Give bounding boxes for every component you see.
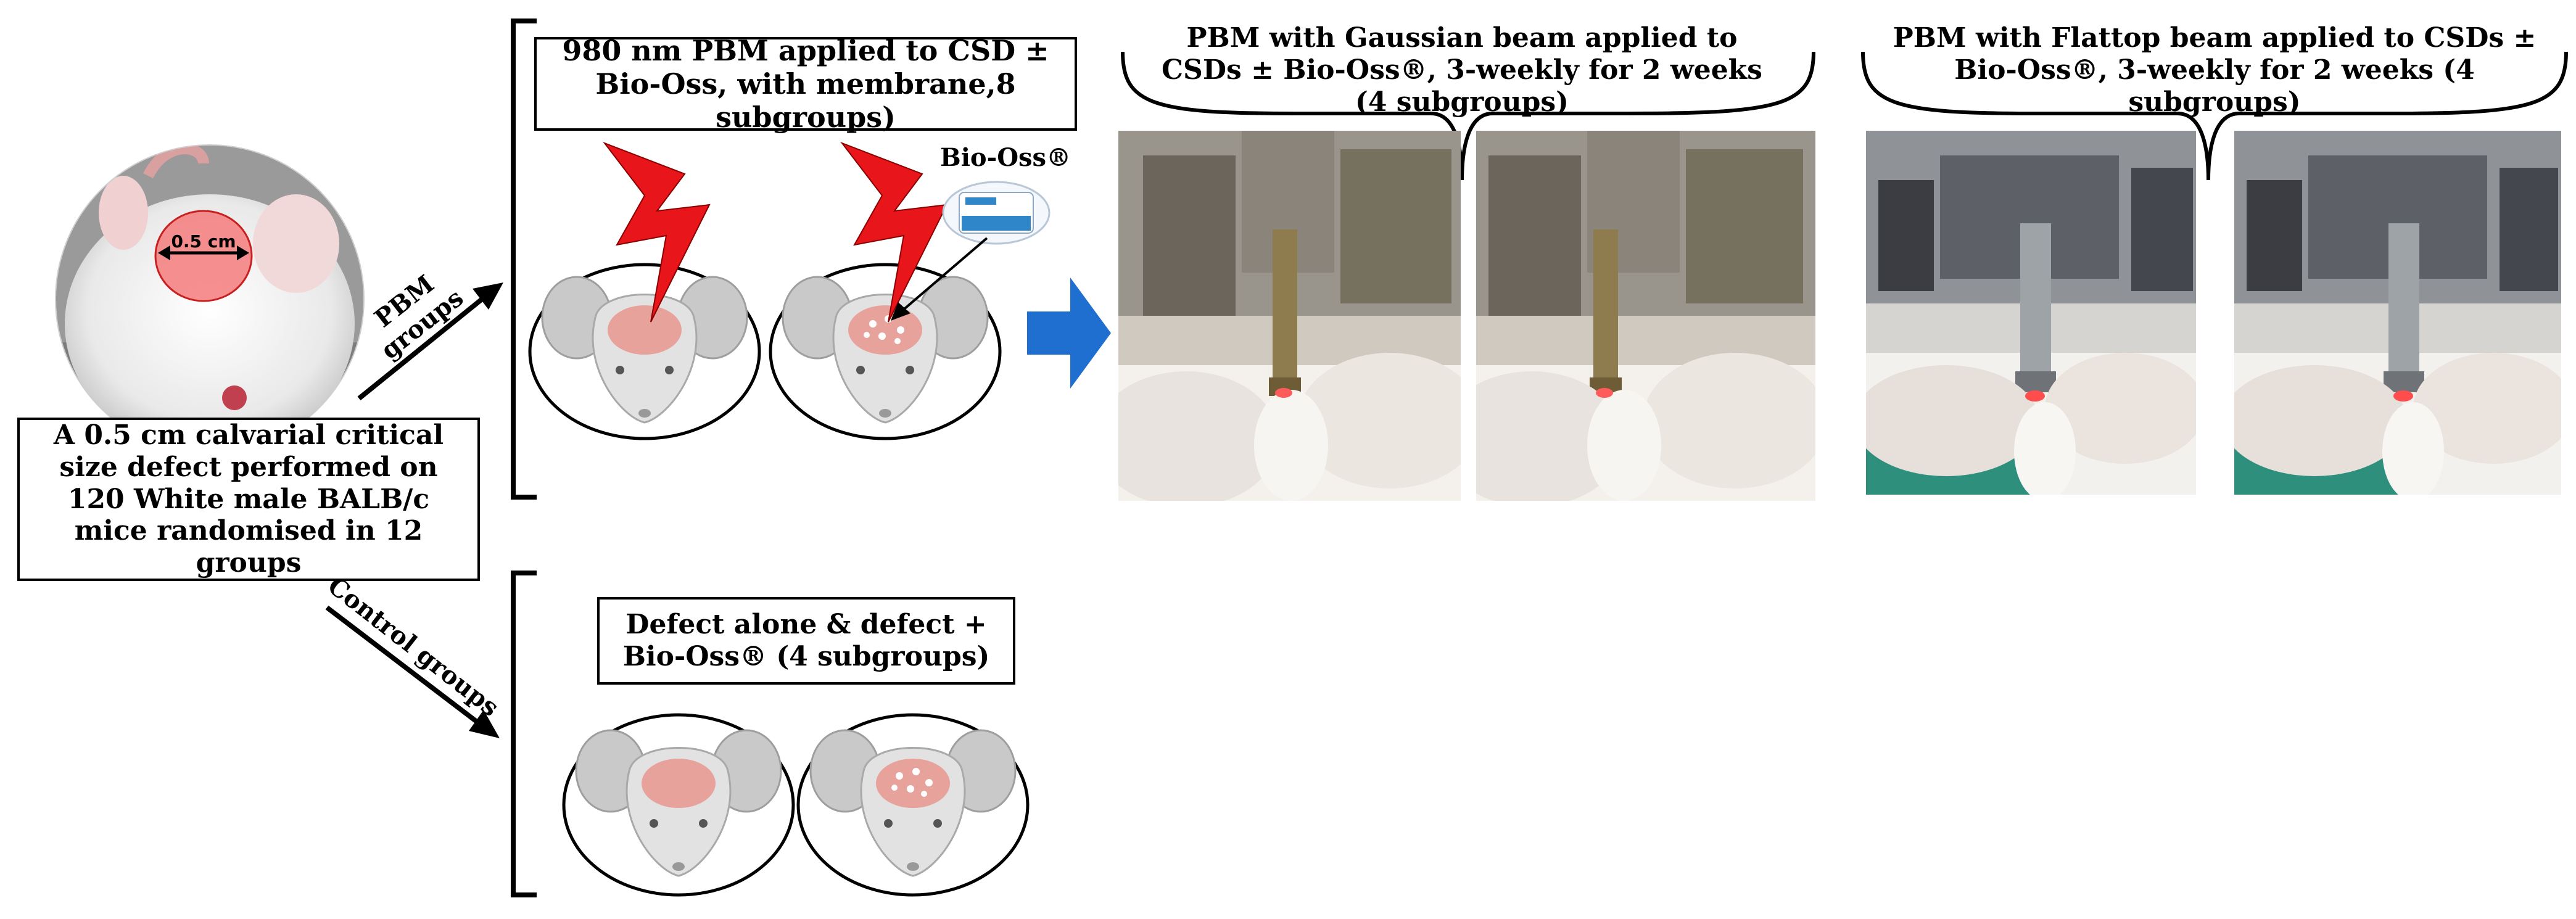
flow-arrow-icon <box>1027 278 1111 389</box>
control-section-title: Defect alone & defect + Bio-Oss® (4 subg… <box>622 609 990 672</box>
pbm-mouse-with-bio-oss <box>769 263 1002 440</box>
flattop-section-brace <box>1861 51 2568 181</box>
study-description-text: A 0.5 cm calvarial critical size defect … <box>53 419 444 579</box>
pbm-section-title-box: 980 nm PBM applied to CSD ± Bio-Oss, wit… <box>534 33 1077 134</box>
flattop-beam-photo-2 <box>2234 131 2561 495</box>
control-section-bracket <box>511 571 537 897</box>
pbm-groups-arrow <box>357 282 503 401</box>
bio-oss-product-icon <box>942 181 1051 245</box>
defect-size-label: 0.5 cm <box>171 231 236 252</box>
laser-lightning-icon <box>603 141 711 323</box>
pbm-section-title: 980 nm PBM applied to CSD ± Bio-Oss, wit… <box>562 33 1049 134</box>
flattop-beam-photo-1 <box>1866 131 2196 495</box>
gaussian-beam-photo-1 <box>1118 131 1461 501</box>
laser-lightning-icon <box>840 141 948 323</box>
mouse-photo <box>55 144 365 454</box>
defect-marker <box>154 210 253 302</box>
gaussian-section-brace <box>1121 51 1815 181</box>
pbm-section-bracket <box>511 19 537 500</box>
bio-oss-pointer-arrow <box>891 237 988 321</box>
control-section-title-box: Defect alone & defect + Bio-Oss® (4 subg… <box>597 597 1015 685</box>
control-groups-arrow <box>325 605 500 738</box>
study-description-box: A 0.5 cm calvarial critical size defect … <box>17 418 480 581</box>
gaussian-section-title: PBM with Gaussian beam applied to CSDs ±… <box>1162 22 1762 118</box>
pbm-mouse-defect-alone <box>528 263 761 440</box>
gaussian-beam-photo-2 <box>1476 131 1815 501</box>
bio-oss-label: Bio-Oss® <box>939 143 1071 172</box>
control-mouse-with-bio-oss <box>796 713 1030 897</box>
control-mouse-defect-alone <box>562 713 795 897</box>
